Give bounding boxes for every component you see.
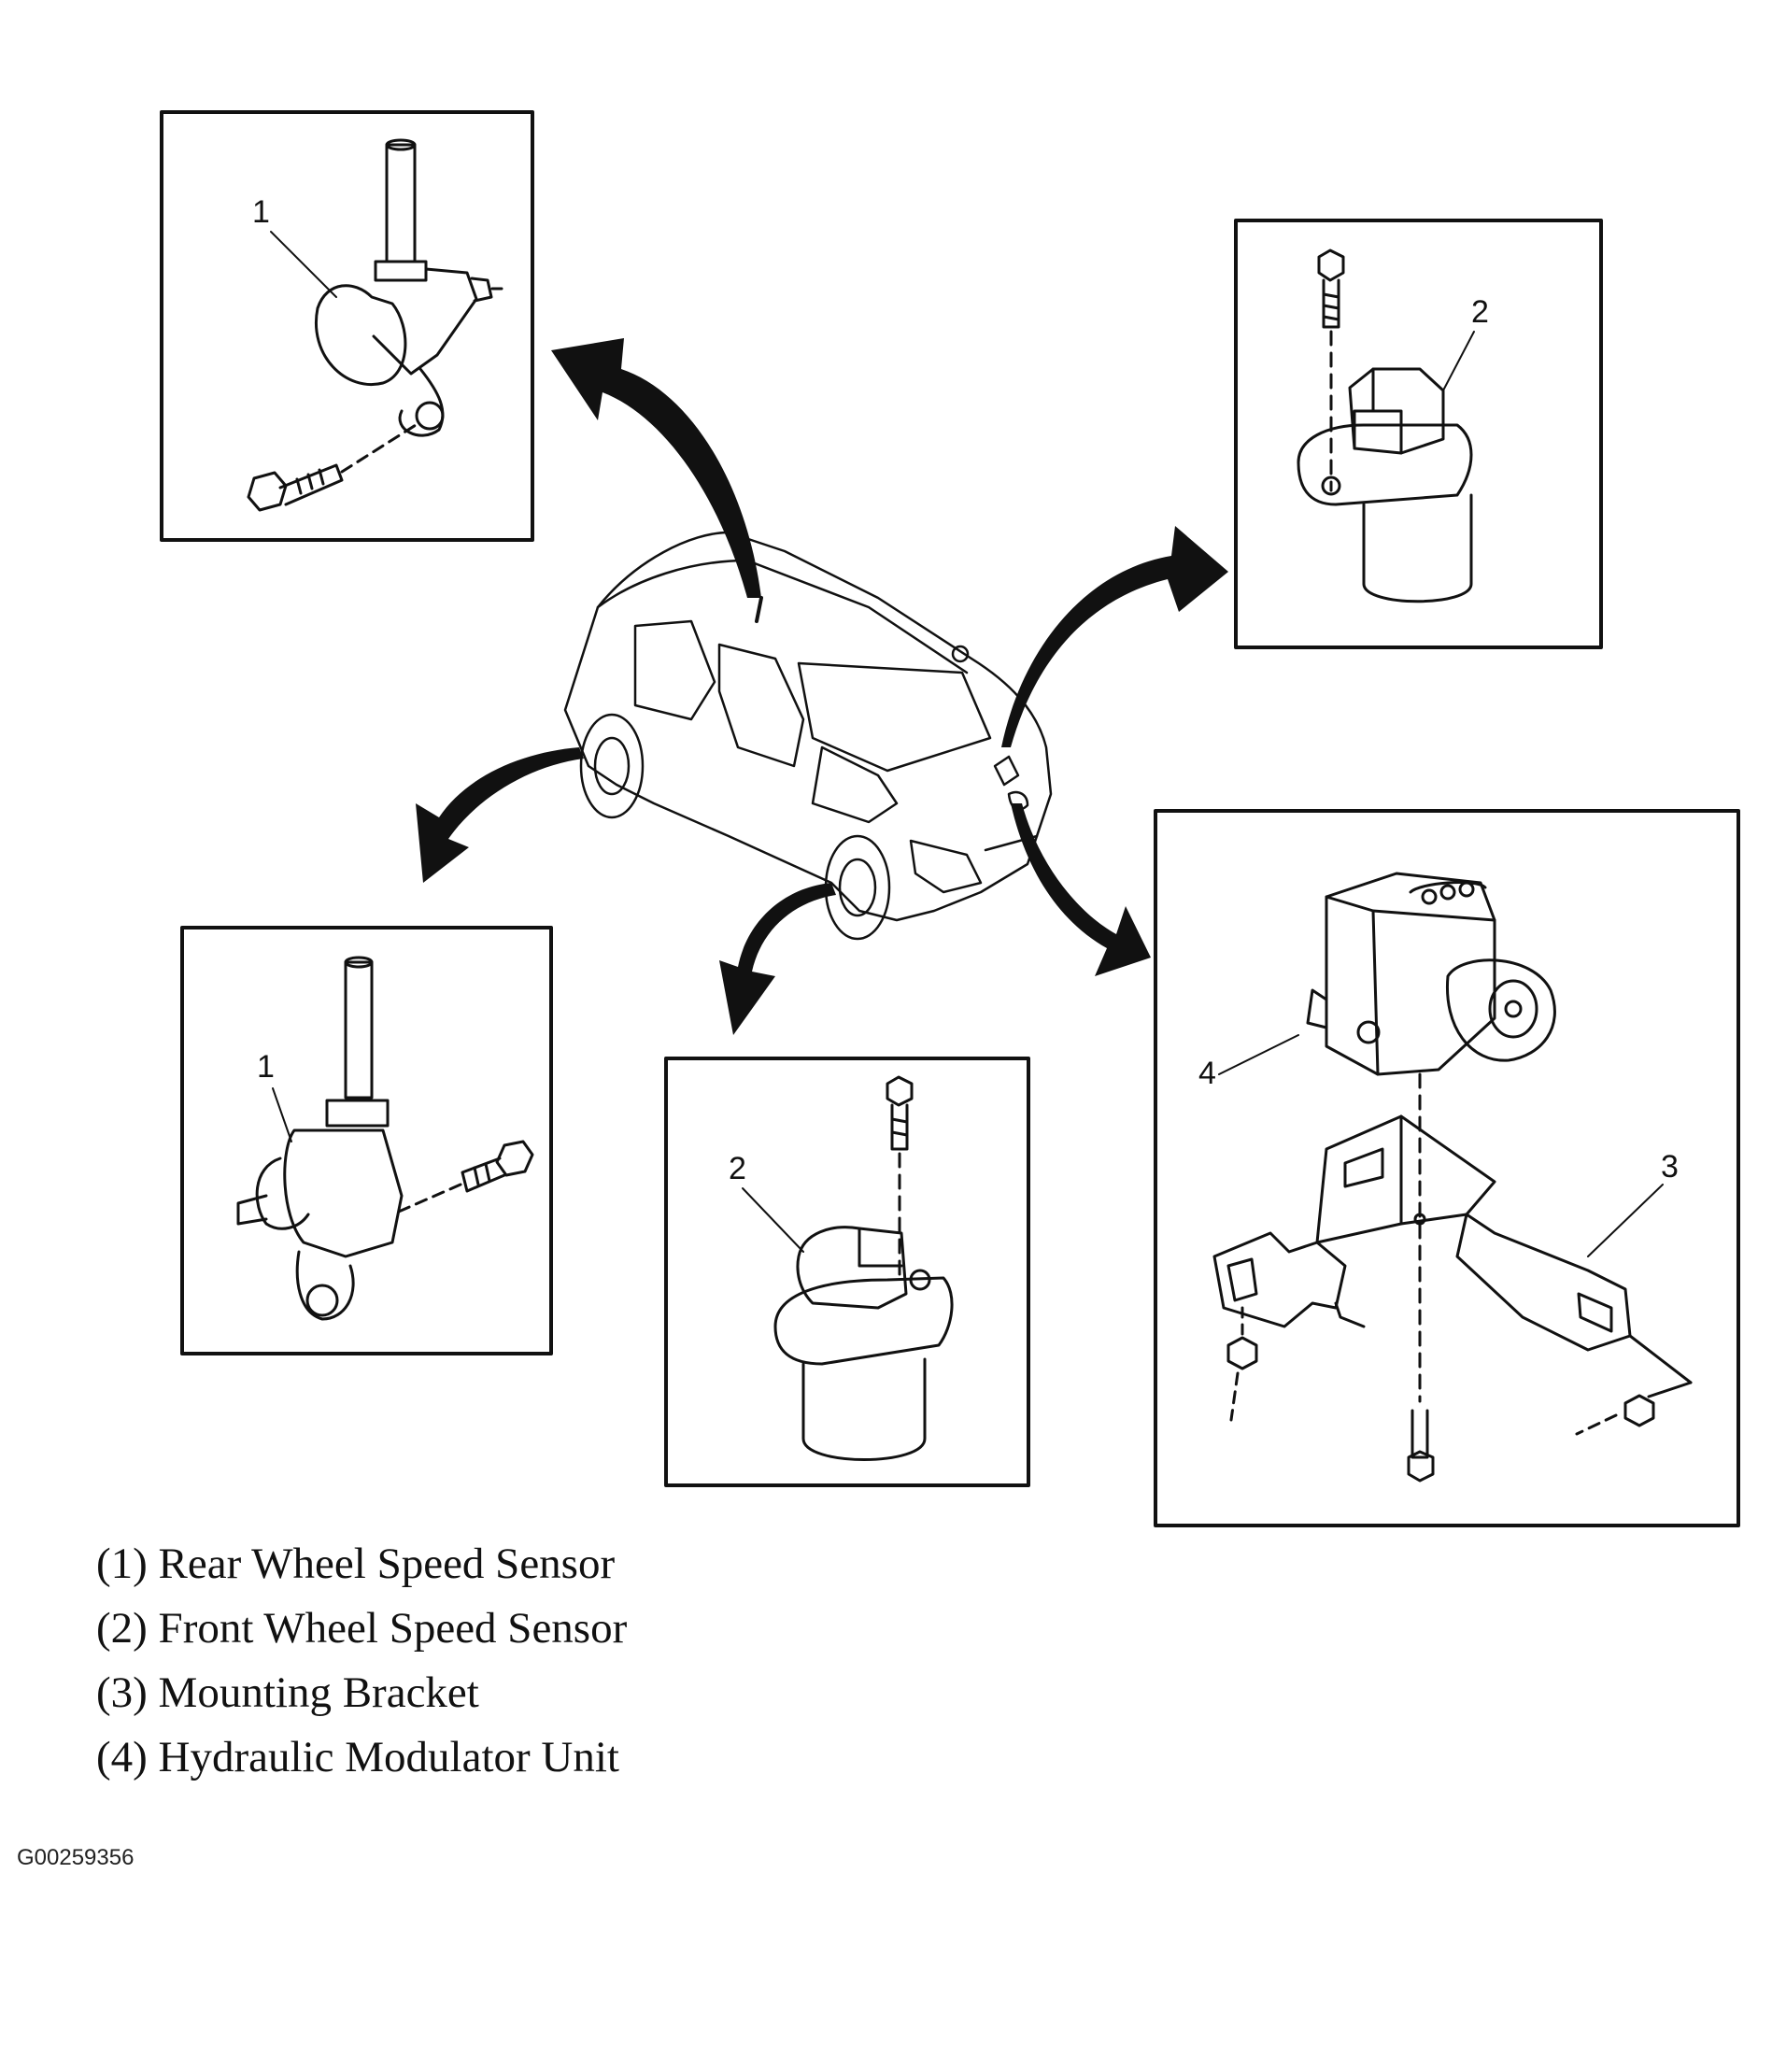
arrow-to-rear-left [416, 747, 584, 883]
bolt-icon [247, 423, 418, 512]
arrow-to-modulator [1011, 803, 1151, 976]
vehicle-illustration [563, 531, 1053, 941]
nut-icon [1226, 1306, 1258, 1422]
front-wheel-speed-sensor-icon [773, 1226, 954, 1461]
legend-item-3: (3) Mounting Bracket [96, 1668, 479, 1717]
callout-1-top: 1 [252, 194, 270, 230]
figure-id: G00259356 [17, 1845, 135, 1870]
bolt-icon [390, 1140, 534, 1216]
legend-item-2: (2) Front Wheel Speed Sensor [96, 1604, 628, 1653]
callout-2-top: 2 [1471, 294, 1489, 330]
nut-icon [1575, 1334, 1693, 1436]
arrow-to-front-top [1001, 526, 1228, 747]
legend: (1) Rear Wheel Speed Sensor (2) Front Wh… [96, 1532, 627, 1790]
panel-front-sensor-bottom: 2 [664, 1057, 1030, 1487]
panel-rear-sensor-top: 1 [160, 110, 534, 542]
panel-rear-sensor-left: 1 [180, 926, 553, 1355]
panel-modulator-bracket: 4 3 [1154, 809, 1740, 1527]
bolt-icon [1317, 248, 1345, 492]
callout-3: 3 [1661, 1149, 1679, 1185]
front-wheel-speed-sensor-icon [1297, 367, 1473, 603]
rear-wheel-speed-sensor-icon [315, 138, 503, 437]
rear-wheel-speed-sensor-icon [236, 956, 404, 1321]
mounting-bracket-icon [1212, 1114, 1632, 1352]
callout-2-bottom: 2 [729, 1151, 746, 1186]
legend-item-4: (4) Hydraulic Modulator Unit [96, 1733, 619, 1781]
hydraulic-modulator-unit-icon [1306, 872, 1556, 1076]
bolt-icon [1407, 1072, 1435, 1483]
legend-item-1: (1) Rear Wheel Speed Sensor [96, 1540, 616, 1588]
callout-4: 4 [1198, 1056, 1216, 1091]
bolt-icon [886, 1075, 914, 1277]
callout-1-left: 1 [257, 1049, 275, 1085]
panel-front-sensor-top: 2 [1234, 219, 1603, 649]
arrow-to-front-bottom [719, 883, 836, 1035]
arrow-to-rear-top [551, 338, 761, 598]
